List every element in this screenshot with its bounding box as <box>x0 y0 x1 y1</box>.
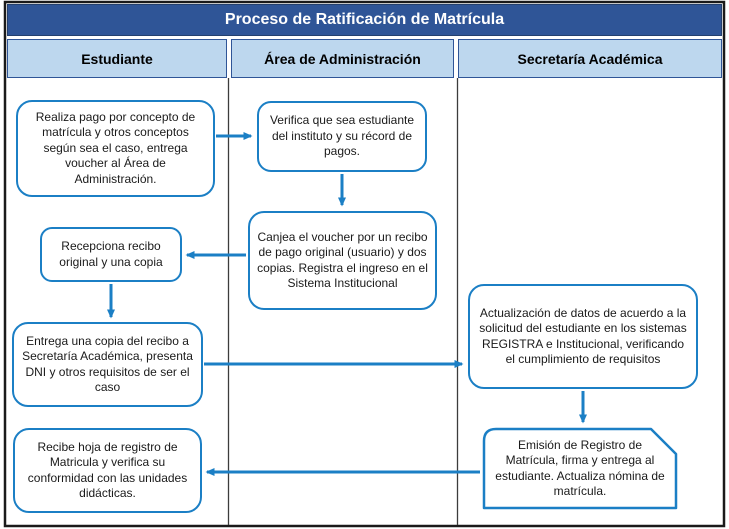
flow-node-actualizacion-datos: Actualización de datos de acuerdo a la s… <box>468 284 698 389</box>
lane-header-secretaria-academica: Secretaría Académica <box>458 39 722 78</box>
flow-node-recepciona-recibo: Recepciona recibo original y una copia <box>40 227 182 282</box>
flow-node-canjea-voucher: Canjea el voucher por un recibo de pago … <box>248 211 437 310</box>
flow-node-entrega-copia: Entrega una copia del recibo a Secretarí… <box>12 322 203 407</box>
flow-node-realiza-pago: Realiza pago por concepto de matrícula y… <box>16 100 215 197</box>
flow-node-verifica-estudiante: Verifica que sea estudiante del institut… <box>257 101 427 172</box>
flow-node-emision-registro: Emisión de Registro de Matrícula, firma … <box>482 427 678 510</box>
diagram-title: Proceso de Ratificación de Matrícula <box>7 4 722 36</box>
lane-header-estudiante: Estudiante <box>7 39 227 78</box>
lane-header-area-administracion: Área de Administración <box>231 39 454 78</box>
flow-node-emision-label: Emisión de Registro de Matrícula, firma … <box>495 437 665 498</box>
flow-node-recibe-hoja: Recibe hoja de registro de Matricula y v… <box>13 428 202 513</box>
